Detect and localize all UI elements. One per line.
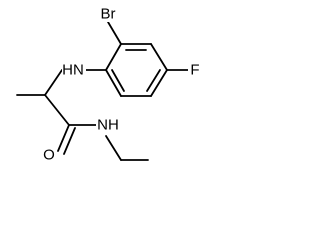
amine-nh-label-background [62, 62, 86, 78]
ring-bond-1-2 [105, 43, 122, 71]
ring-bond-3-4 [150, 43, 168, 71]
amine-nh-label: HN [62, 62, 84, 79]
amide-nh-label: NH [97, 117, 119, 134]
carbonyl-oxygen-label-background [41, 147, 57, 163]
amide-nh-label-background [96, 117, 120, 133]
bromine-label-background [97, 6, 119, 22]
chemical-structure-diagram: Br HN F O NH [16, 5, 202, 164]
ring-inner-double-bond-left [111, 69, 125, 92]
fluorine-label-background [188, 62, 202, 78]
bond-amine-n-to-alpha-carbon [44, 69, 63, 96]
ring-bond-4-5 [150, 69, 168, 97]
bond-alpha-carbon-to-carbonyl [44, 94, 70, 126]
fluorine-label: F [190, 62, 199, 79]
atom-labels: Br HN F O NH [41, 6, 202, 164]
ring-bond-6-1 [105, 69, 122, 97]
bromine-label: Br [101, 6, 116, 23]
bond-ring-to-bromine [107, 21, 122, 45]
ring-inner-double-bond-right [146, 69, 161, 92]
bond-amide-n-to-ethyl-ch2 [105, 135, 122, 161]
carbonyl-double-bond-outer [57, 124, 70, 152]
carbonyl-oxygen-label: O [43, 147, 55, 164]
bond-lines [16, 21, 191, 161]
carbonyl-double-bond-inner [63, 127, 76, 155]
